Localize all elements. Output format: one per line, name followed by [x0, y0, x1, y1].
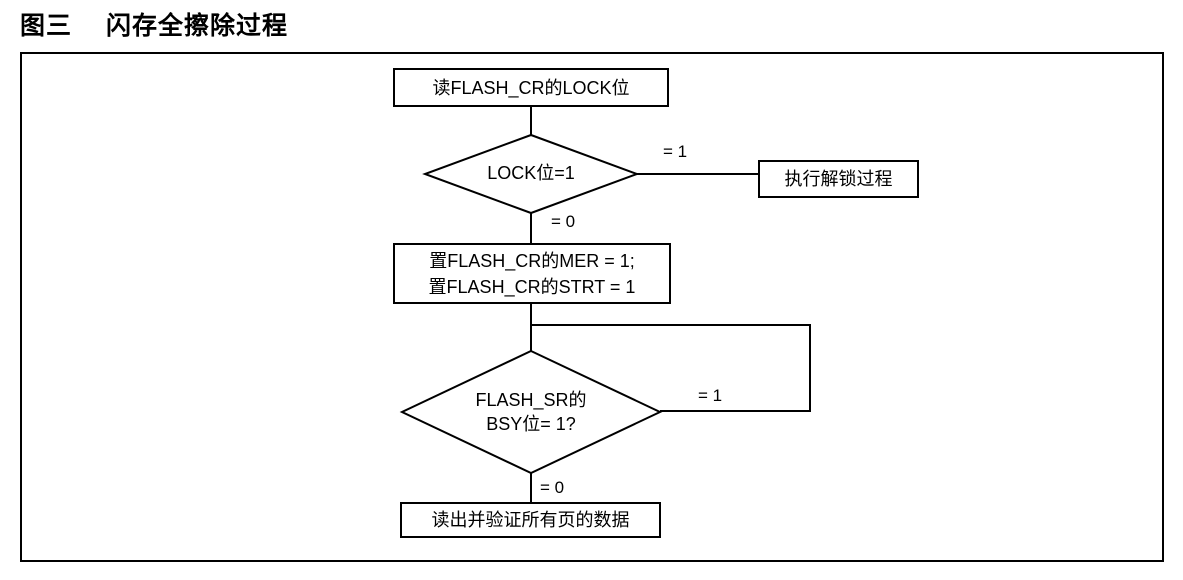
node-bsy-decision-label: FLASH_SR的 BSY位= 1? — [431, 388, 631, 436]
figure-number: 图三 — [20, 12, 73, 40]
node-set-mer-line1: 置FLASH_CR的MER = 1; — [429, 250, 635, 271]
node-set-mer-strt: 置FLASH_CR的MER = 1; 置FLASH_CR的STRT = 1 — [393, 243, 671, 304]
edge-label-lock-eq0: = 0 — [551, 212, 576, 231]
edge-label-bsy-eq0: = 0 — [540, 478, 565, 497]
edge-label-bsy-eq1: = 1 — [698, 386, 723, 405]
bsy-decision-diamond — [399, 349, 663, 475]
node-unlock-procedure-label: 执行解锁过程 — [784, 169, 893, 189]
node-read-lock-bit: 读FLASH_CR的LOCK位 — [393, 68, 669, 107]
connector-bsy-loopback — [531, 324, 811, 412]
node-read-lock-bit-label: 读FLASH_CR的LOCK位 — [432, 77, 630, 98]
node-read-verify-pages-label: 读出并验证所有页的数据 — [431, 510, 630, 530]
figure-name: 闪存全擦除过程 — [106, 12, 289, 40]
node-lock-decision-label: LOCK位=1 — [487, 163, 575, 183]
lock-decision-diamond — [422, 133, 640, 215]
node-set-strt-line2: 置FLASH_CR的STRT = 1 — [428, 276, 636, 297]
node-unlock-procedure: 执行解锁过程 — [758, 160, 919, 198]
node-read-verify-pages: 读出并验证所有页的数据 — [400, 502, 661, 538]
edge-label-lock-eq1: = 1 — [663, 142, 688, 161]
node-bsy-decision-line1: FLASH_SR的 — [475, 390, 587, 410]
flowchart-frame — [20, 52, 1164, 562]
figure-title: 图三 闪存全擦除过程 — [20, 6, 288, 42]
node-bsy-decision-line2: BSY位= 1? — [486, 414, 576, 434]
